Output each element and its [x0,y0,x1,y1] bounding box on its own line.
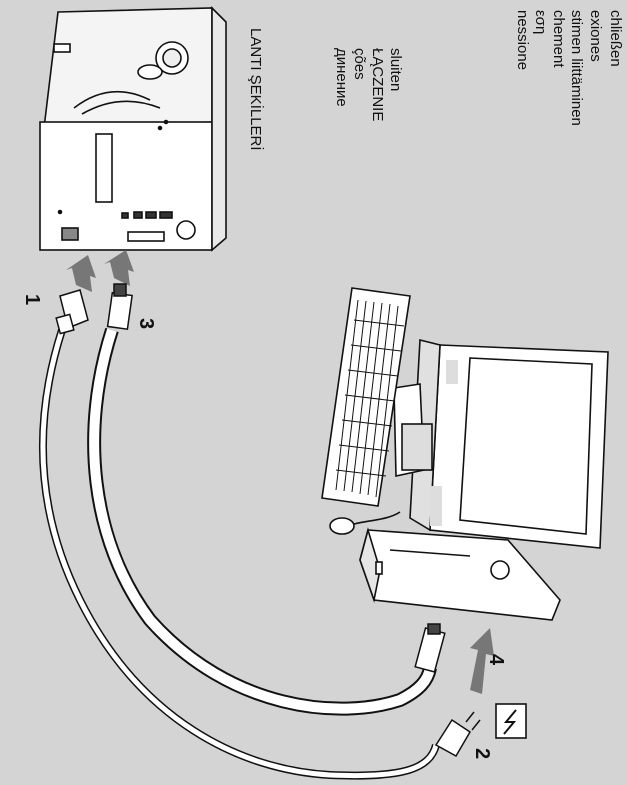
data-cable [87,327,437,716]
keyboard-keys [335,299,405,498]
wall-plug [434,711,481,758]
data-connector-printer [106,283,133,331]
step-4-label: 4 [485,653,508,666]
step-1-label: 1 [21,293,44,306]
data-connector-computer [414,623,446,673]
lightning-icon [495,703,527,739]
iec-connector [55,289,89,335]
arrow-to-computer [470,628,494,694]
printer [39,6,227,252]
power-cable-printer [38,328,440,780]
step-2-label: 2 [471,747,494,760]
computer [321,287,609,621]
arrows-to-printer [66,250,134,292]
step-3-label: 3 [135,317,158,330]
